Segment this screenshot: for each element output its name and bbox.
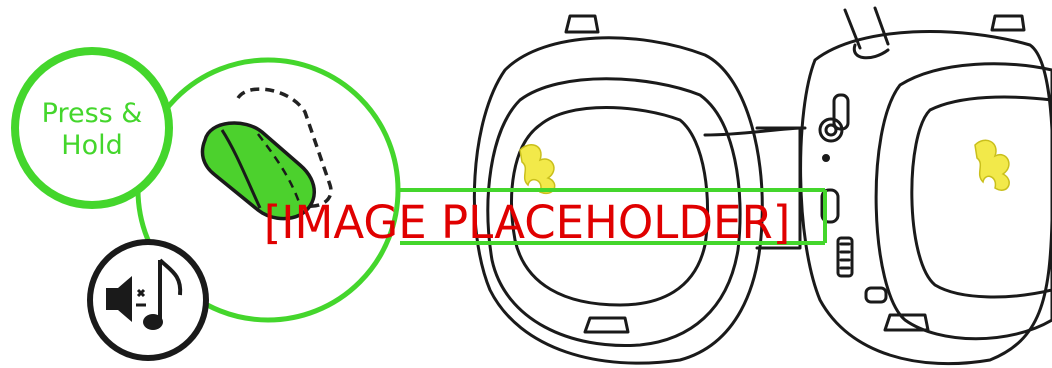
audio-mute-music-icon bbox=[90, 242, 206, 358]
mic-led bbox=[824, 156, 829, 161]
press-hold-badge: Press & Hold bbox=[15, 51, 169, 205]
audio-jack-inner bbox=[826, 125, 836, 135]
usb-port bbox=[866, 288, 886, 302]
press-hold-line2: Hold bbox=[61, 130, 122, 161]
right-earcup-inner bbox=[912, 97, 1052, 297]
left-top-bumper bbox=[566, 16, 598, 32]
left-bottom-bumper bbox=[585, 318, 628, 332]
left-logo bbox=[520, 145, 555, 194]
right-logo bbox=[975, 140, 1009, 190]
right-top-bumper bbox=[992, 16, 1024, 30]
right-earcup-cushion bbox=[876, 64, 1052, 339]
press-hold-line1: Press & bbox=[42, 98, 143, 129]
headset-illustration bbox=[474, 8, 1052, 364]
music-note-head bbox=[143, 314, 163, 330]
image-placeholder-label: [IMAGE PLACEHOLDER] bbox=[264, 196, 791, 249]
